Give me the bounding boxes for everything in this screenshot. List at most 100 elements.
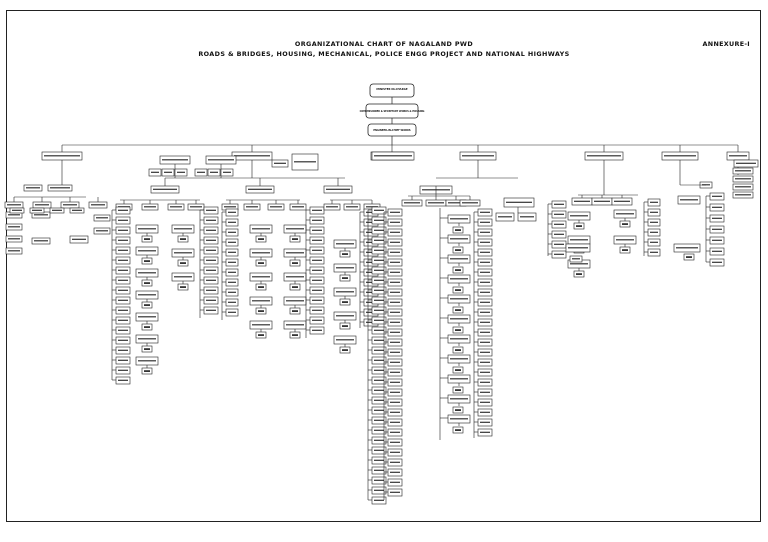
org-node-text: [390, 231, 400, 233]
org-node-text: [455, 409, 461, 411]
org-node-text: [374, 499, 384, 501]
org-node-text: [390, 261, 400, 263]
org-node-text: [342, 301, 348, 303]
org-node-text: [390, 281, 400, 283]
org-node-text: [206, 259, 216, 261]
org-node-text: [462, 155, 494, 157]
org-node-text: [616, 239, 634, 241]
org-node-text: [206, 229, 216, 231]
org-node-text: [622, 223, 628, 225]
org-node-text: [12, 209, 22, 211]
org-node-text: [228, 221, 236, 223]
org-node-text: [151, 171, 159, 173]
org-node-text: [520, 216, 534, 218]
org-node-text: [570, 215, 588, 217]
org-node-text: [312, 289, 322, 291]
org-node-text: [144, 348, 150, 350]
org-node-text: [342, 349, 348, 351]
org-node-text: [390, 361, 400, 363]
org-node-text: [374, 289, 384, 291]
org-node-text: [498, 216, 512, 218]
org-node-text: [614, 200, 630, 202]
annexure-label: ANNEXURE-I: [702, 40, 750, 48]
org-node-text: [554, 223, 564, 225]
org-node-text: [587, 155, 621, 157]
org-node-text: [712, 261, 722, 263]
org-node-text: [712, 195, 722, 197]
org-node-text: [138, 250, 156, 252]
org-node-text: [735, 186, 751, 188]
org-node-text: [390, 481, 400, 483]
org-node-text: [26, 187, 40, 189]
org-node-text: [138, 228, 156, 230]
org-node-text: [346, 206, 358, 208]
org-node-text: [374, 399, 384, 401]
org-node-text: [206, 219, 216, 221]
org-node-text: [480, 331, 490, 333]
org-node-text: [450, 278, 468, 280]
org-node-text: [366, 281, 376, 283]
org-node-text: [336, 291, 354, 293]
org-node-text: [448, 202, 464, 204]
org-node-text: [462, 202, 478, 204]
org-node-text: [144, 370, 150, 372]
org-node-text: [374, 229, 384, 231]
org-node-text: [735, 170, 751, 172]
org-node-text: [138, 294, 156, 296]
org-node-text: [374, 379, 384, 381]
org-node-text: [480, 221, 490, 223]
org-node-text: [374, 419, 384, 421]
org-node-text: [286, 276, 304, 278]
org-node-text: [374, 339, 384, 341]
org-node-text: [450, 338, 468, 340]
org-node-text: [506, 201, 532, 203]
node-engineer-in-chief: ENGINEER-IN-CHIEF WORKS: [367, 123, 417, 137]
org-node-text: [164, 171, 172, 173]
org-node-text: [118, 209, 128, 211]
org-node-text: [286, 252, 304, 254]
org-node-text: [366, 221, 376, 223]
org-node-text: [554, 233, 564, 235]
org-node-text: [390, 411, 400, 413]
org-node-text: [312, 229, 322, 231]
org-node-text: [390, 291, 400, 293]
org-node-text: [286, 300, 304, 302]
org-node-text: [206, 209, 216, 211]
org-node-text: [336, 267, 354, 269]
org-node-text: [374, 219, 384, 221]
org-node-text: [366, 261, 376, 263]
org-node-text: [374, 389, 384, 391]
org-node-text: [206, 239, 216, 241]
org-node-text: [390, 271, 400, 273]
org-node-text: [118, 339, 128, 341]
org-node-text: [206, 289, 216, 291]
org-node-text: [258, 238, 264, 240]
org-node-text: [312, 319, 322, 321]
org-node-text: [455, 229, 461, 231]
org-node-text: [326, 188, 350, 190]
org-node-text: [390, 471, 400, 473]
org-node-text: [197, 171, 205, 173]
org-node-text: [390, 451, 400, 453]
org-node-text: [8, 250, 20, 252]
org-node-text: [664, 155, 696, 157]
org-node-text: [450, 378, 468, 380]
org-node-text: [366, 241, 376, 243]
org-node-text: [404, 202, 420, 204]
org-node-text: [374, 269, 384, 271]
org-node-text: [480, 321, 490, 323]
org-node-text: [342, 277, 348, 279]
org-node-text: [712, 217, 722, 219]
org-node-text: [312, 249, 322, 251]
org-node-text: [144, 238, 150, 240]
node-minister: MINISTER IN-CHARGE: [369, 83, 415, 98]
org-node-text: [228, 281, 236, 283]
org-node-text: [144, 304, 150, 306]
org-node-text: [450, 318, 468, 320]
org-node-text: [118, 379, 128, 381]
org-node-text: [390, 421, 400, 423]
org-node-text: [736, 162, 756, 164]
org-node-text: [480, 431, 490, 433]
org-node-text: [554, 243, 564, 245]
org-node-text: [162, 159, 188, 161]
